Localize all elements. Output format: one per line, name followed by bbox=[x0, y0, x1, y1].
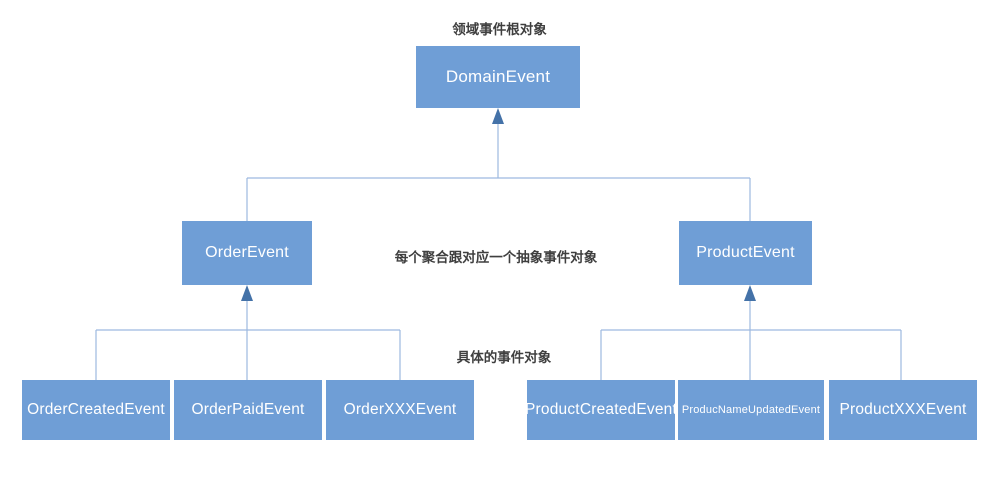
node-product-created-event[interactable]: ProductCreatedEvent bbox=[525, 380, 677, 440]
arrowhead-to-domain-event bbox=[492, 108, 504, 124]
annotation-abstract-note: 每个聚合跟对应一个抽象事件对象 bbox=[394, 250, 598, 265]
node-order-paid-event[interactable]: OrderPaidEvent bbox=[174, 380, 322, 440]
node-produc-name-updated-event[interactable]: ProducNameUpdatedEvent bbox=[678, 380, 824, 440]
annotation-root-note: 领域事件根对象 bbox=[452, 22, 547, 37]
node-order-xxx-event[interactable]: OrderXXXEvent bbox=[326, 380, 474, 440]
node-order-created-event[interactable]: OrderCreatedEvent bbox=[22, 380, 170, 440]
annotation-concrete-note: 具体的事件对象 bbox=[456, 350, 552, 365]
node-order-event[interactable]: OrderEvent bbox=[182, 221, 312, 285]
node-product-event[interactable]: ProductEvent bbox=[679, 221, 812, 285]
node-product-xxx-event[interactable]: ProductXXXEvent bbox=[829, 380, 977, 440]
arrowhead-to-product-event bbox=[744, 285, 756, 301]
arrowhead-to-order-event bbox=[241, 285, 253, 301]
node-domain-event[interactable]: DomainEvent bbox=[416, 46, 580, 108]
